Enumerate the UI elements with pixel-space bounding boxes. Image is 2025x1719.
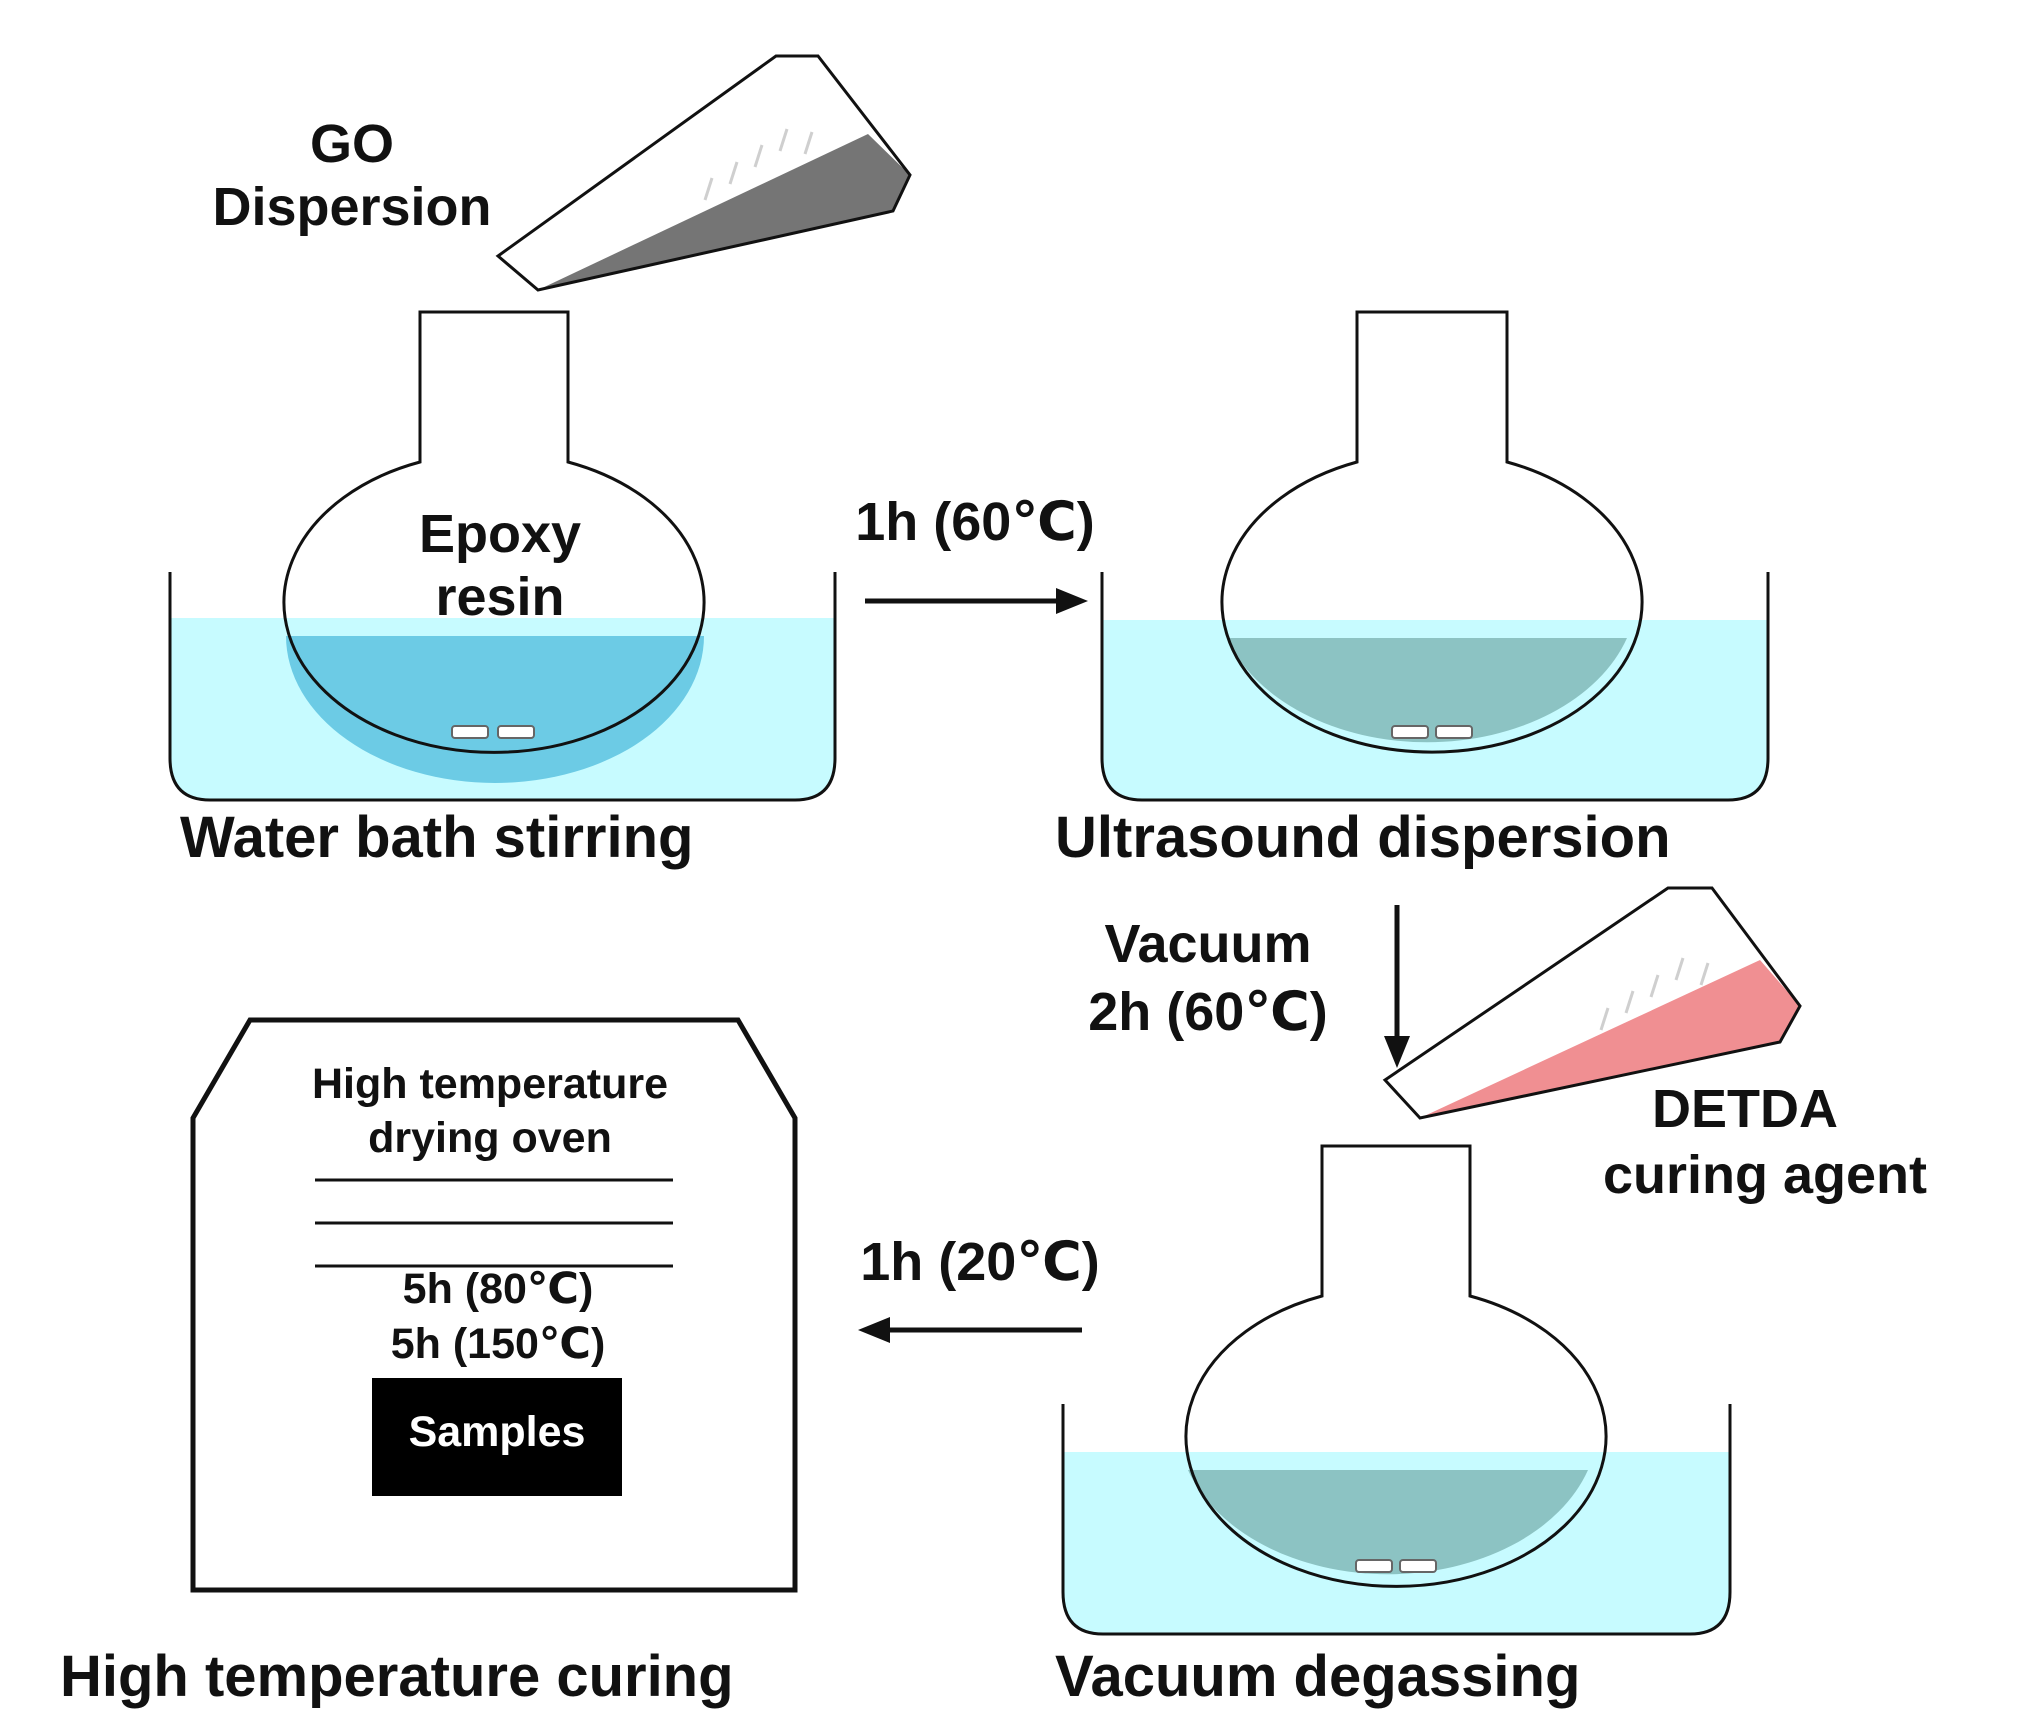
oven-shelves <box>315 1178 673 1268</box>
samples-label: Samples <box>409 1408 586 1456</box>
step1-caption: Water bath stirring <box>180 805 693 870</box>
step1-water-bath-stirring: Epoxy resin Water bath stirring <box>168 310 837 870</box>
detda-label-1: DETDA <box>1652 1079 1838 1139</box>
step3-caption: Vacuum degassing <box>1055 1644 1580 1709</box>
go-beaker-outline <box>495 54 912 292</box>
step3-bath <box>1061 1404 1732 1636</box>
samples-block <box>372 1378 622 1496</box>
go-dispersion-label-1: GO <box>310 114 394 174</box>
step2-flask <box>1220 310 1644 754</box>
oven-title-1: High temperature <box>312 1060 668 1108</box>
detda-beaker-graduations <box>1599 957 1710 1031</box>
detda-beaker: DETDA curing agent <box>1382 886 1927 1205</box>
go-dispersion-label-2: Dispersion <box>212 177 491 237</box>
step3-vacuum-degassing: Vacuum degassing <box>1055 1144 1732 1709</box>
step2-ultrasound-dispersion: Ultrasound dispersion <box>1055 310 1770 870</box>
drying-oven <box>190 1017 798 1593</box>
step2-bath <box>1100 572 1770 802</box>
go-dispersion-beaker: GO Dispersion <box>212 54 912 292</box>
step3-flask-liquid <box>1188 1470 1588 1575</box>
step1-bath <box>168 572 837 802</box>
step2-flask-liquid <box>1227 638 1627 743</box>
step4-caption: High temperature curing <box>60 1644 734 1709</box>
oven-step-2: 5h (150℃) <box>391 1320 606 1368</box>
step2-caption: Ultrasound dispersion <box>1055 805 1671 870</box>
arrow2-label-2: 2h (60℃) <box>1088 982 1327 1042</box>
go-liquid <box>538 134 910 290</box>
epoxy-resin-label-1: Epoxy <box>419 504 581 564</box>
detda-beaker-outline <box>1382 886 1802 1120</box>
step3-flask <box>1184 1144 1608 1588</box>
go-beaker-graduations <box>703 128 814 201</box>
step4-high-temperature-curing: High temperature drying oven 5h (80℃) 5h… <box>60 1017 798 1709</box>
arrow-step2-to-step3: Vacuum 2h (60℃) <box>1088 905 1410 1068</box>
arrow2-label-1: Vacuum <box>1104 914 1311 974</box>
step3-stir-bar <box>1355 1559 1437 1573</box>
arrow1-label: 1h (60℃) <box>855 492 1094 552</box>
step1-flask <box>282 310 706 754</box>
step1-stir-bar <box>451 725 535 739</box>
detda-liquid <box>1420 960 1800 1118</box>
arrow-step3-to-step4: 1h (20℃) <box>858 1232 1100 1343</box>
step1-flask-liquid <box>286 636 704 783</box>
epoxy-resin-label-2: resin <box>435 567 564 627</box>
arrow-step1-to-step2: 1h (60℃) <box>855 492 1095 614</box>
detda-label-2: curing agent <box>1603 1145 1927 1205</box>
oven-step-1: 5h (80℃) <box>403 1265 594 1313</box>
oven-title-2: drying oven <box>368 1114 612 1162</box>
arrow3-label: 1h (20℃) <box>860 1232 1099 1292</box>
step2-stir-bar <box>1391 725 1473 739</box>
